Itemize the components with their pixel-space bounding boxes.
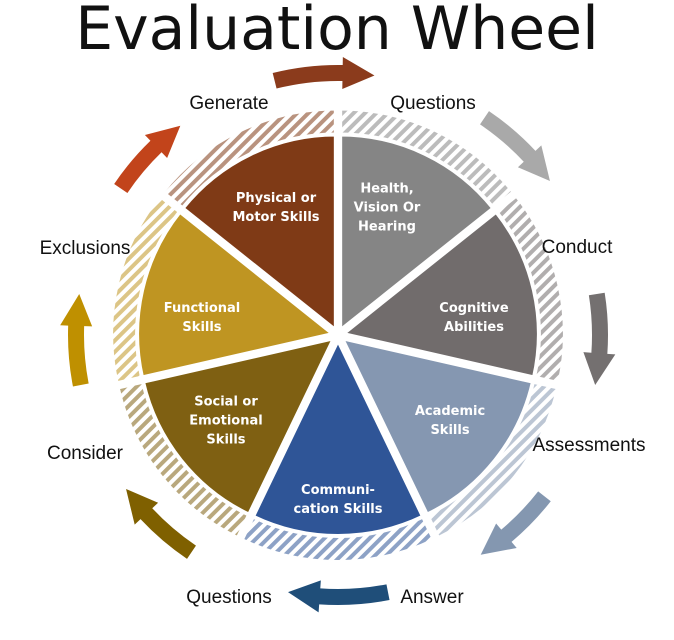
segment-label-functional: Functional Skills — [163, 301, 241, 335]
label-questions-top: Questions — [390, 93, 476, 114]
page-title: Evaluation Wheel — [75, 0, 599, 64]
segment-academic — [338, 335, 536, 518]
label-questions-bottom: Questions — [186, 587, 272, 608]
arrow-consider-exclusions-icon — [60, 294, 93, 387]
segment-health — [338, 132, 497, 335]
label-generate: Generate — [189, 93, 269, 114]
segment-label-academic: Academic Skills — [414, 404, 486, 438]
arrow-generate-questions-icon — [272, 57, 375, 90]
segment-cognitive — [338, 208, 541, 380]
arrow-questions-conduct-icon — [480, 111, 550, 182]
segment-functional — [135, 208, 338, 380]
segment-social — [140, 335, 338, 518]
label-consider: Consider — [46, 443, 124, 464]
segment-label-communication: Communi- cation Skills — [293, 483, 383, 517]
label-answer: Answer — [400, 587, 464, 608]
segment-label-cognitive: Cognitive Abilities — [439, 301, 509, 335]
segment-label-physical: Physical or Motor Skills — [232, 191, 320, 225]
label-conduct: Conduct — [541, 237, 613, 258]
arrow-conduct-assessments-icon — [583, 292, 616, 385]
arrow-exclusions-generate-icon — [114, 125, 181, 193]
segment-label-health: Health, Vision Or Hearing — [353, 181, 421, 235]
arrow-questions-consider-icon — [126, 488, 196, 559]
label-exclusions: Exclusions — [39, 238, 131, 259]
segment-label-social: Social or Emotional Skills — [189, 394, 263, 448]
segment-communication — [250, 335, 426, 538]
label-assessments: Assessments — [532, 435, 646, 456]
segment-physical — [179, 132, 338, 335]
arrow-answer-questions-icon — [288, 580, 390, 613]
arrow-assessments-answer-icon — [480, 491, 551, 555]
